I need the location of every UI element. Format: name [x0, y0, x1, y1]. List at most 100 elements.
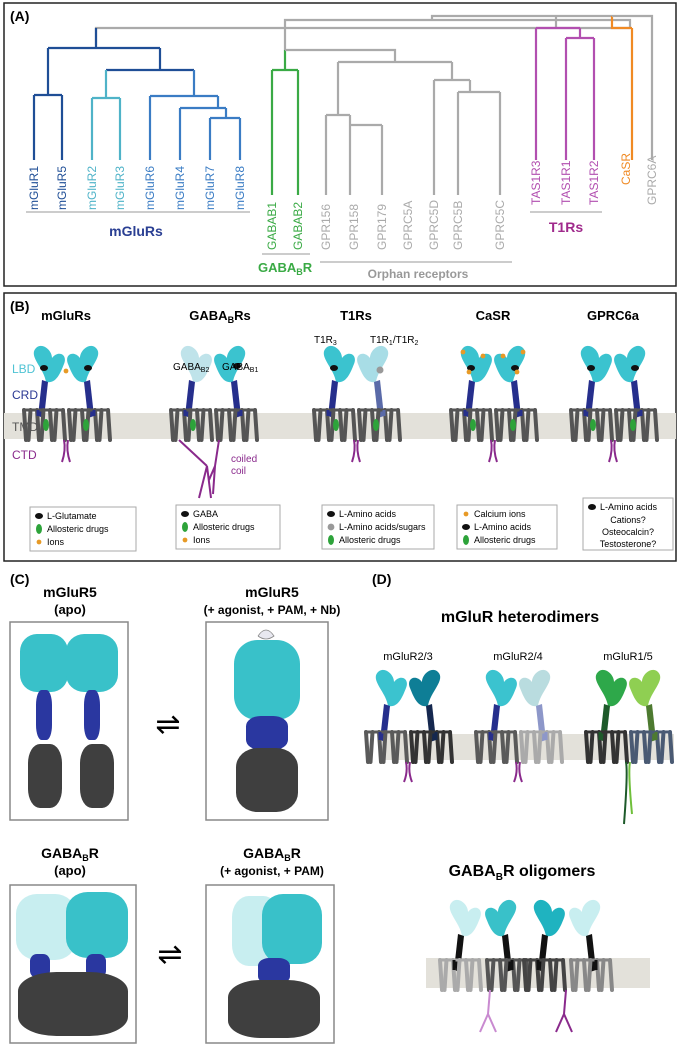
calcium-ion	[500, 353, 506, 359]
calcium-ion	[514, 369, 520, 375]
tm-helix	[448, 730, 454, 764]
crd-surface	[86, 954, 106, 978]
tmd-surface	[236, 748, 298, 812]
tm-helix	[561, 958, 567, 992]
lbd-lobe	[180, 345, 212, 383]
svg-text:Allosteric drugs: Allosteric drugs	[339, 535, 401, 545]
allosteric-drug	[333, 419, 339, 431]
leaf-gabab1: GABAB1	[265, 202, 279, 250]
tm-helix	[524, 408, 531, 442]
legend-mglurs: L-Glutamate Allosteric drugs Ions	[29, 506, 137, 552]
legend-gprc6a: L-Amino acids Cations? Osteocalcin? Test…	[582, 497, 674, 551]
coiled-coil	[479, 989, 497, 1033]
svg-text:L-Amino acids/sugars: L-Amino acids/sugars	[339, 522, 426, 532]
tm-helix	[26, 408, 33, 442]
tm-helix	[608, 958, 614, 992]
tm-helix	[208, 408, 214, 442]
ctd-tail	[518, 761, 523, 783]
leaf-mglur7: mGluR7	[203, 166, 217, 210]
ctd-tail	[408, 761, 413, 783]
allosteric-drug	[43, 419, 49, 431]
tm-helix	[464, 958, 470, 992]
gabab-active-subtitle: (+ agonist, + PAM)	[220, 864, 324, 878]
tm-helix	[357, 408, 363, 442]
tm-helix	[474, 730, 480, 764]
heterodimer	[474, 669, 564, 783]
tm-helix	[199, 408, 206, 442]
t1r3-label: T1R3	[314, 335, 337, 347]
panel-d: (D) mGluR heterodimers mGluR2/3 mGluR2/4…	[364, 571, 674, 1033]
domain-ctd: CTD	[12, 448, 37, 462]
ctd-tail	[61, 439, 66, 463]
panel-b-label: (B)	[10, 298, 29, 314]
gabab-apo-frame	[9, 884, 137, 1044]
panel-b: (B) mGluRs GABABRs T1Rs CaSR GPRC6a LBD …	[3, 292, 677, 562]
tm-helix	[61, 408, 67, 442]
mglur5-apo-title: mGluR5	[43, 584, 97, 600]
tm-helix	[381, 730, 388, 764]
tm-helix	[623, 730, 629, 764]
allosteric-drug	[190, 419, 196, 431]
panel-c: (C) mGluR5 (apo) mGluR5 (+ agonist, + PA…	[9, 571, 341, 1044]
tm-helix	[387, 408, 394, 442]
lbd-lobe	[580, 345, 612, 383]
tm-helix	[504, 730, 511, 764]
ctd-tail	[66, 439, 71, 463]
tm-helix	[52, 408, 59, 442]
tm-helix	[488, 408, 494, 442]
title-gababrs: GABABRs	[189, 308, 250, 325]
tm-helix	[468, 958, 475, 992]
leaf-gprc5d: GPRC5D	[427, 200, 441, 250]
tm-helix	[491, 730, 498, 764]
leaf-gpr158: GPR158	[347, 204, 361, 250]
ctd-tail	[613, 439, 618, 463]
tm-helix	[519, 730, 525, 764]
ligand-orthosteric	[84, 365, 92, 371]
lbd-lobe	[595, 669, 627, 707]
leaf-gprc6a: GPRC6A	[645, 156, 659, 205]
tm-helix	[338, 408, 344, 442]
ctd-tail	[488, 439, 493, 463]
tm-helix	[494, 408, 500, 442]
receptor-dimer	[569, 345, 659, 463]
legend-casr: Calcium ions L-Amino acids Allosteric dr…	[456, 504, 558, 550]
svg-text:L-Glutamate: L-Glutamate	[47, 511, 97, 521]
heterodimers-title: mGluR heterodimers	[441, 609, 599, 626]
ligand-orthosteric	[40, 365, 48, 371]
receptor-dimer	[312, 345, 402, 463]
gabab-apo-title: GABABR	[41, 845, 99, 863]
tmd-surface	[18, 972, 128, 1036]
tm-helix	[478, 730, 485, 764]
group-mglurs-label: mGluRs	[109, 223, 163, 239]
leaf-gabab2: GABAB2	[291, 202, 305, 250]
tm-helix	[646, 730, 653, 764]
gabab-active-structure	[228, 894, 322, 1038]
leaf-tas1r3: TAS1R3	[529, 160, 543, 205]
mglur5-active-title: mGluR5	[245, 584, 299, 600]
dimer-label-mglur1-5: mGluR1/5	[603, 651, 653, 663]
lbd-lobe	[614, 345, 646, 383]
tm-helix	[548, 958, 554, 992]
lbd-surface-b2	[16, 894, 76, 960]
svg-text:Ions: Ions	[193, 535, 211, 545]
tm-helix	[403, 730, 409, 764]
lbd-lobe	[519, 669, 551, 707]
heterodimer-cartoons	[364, 669, 674, 1033]
tm-helix	[214, 408, 220, 442]
lbd-surface-b1	[66, 892, 128, 958]
ctd-tail	[178, 439, 208, 467]
leaf-gprc5b: GPRC5B	[451, 201, 465, 250]
tm-helix	[426, 730, 433, 764]
tm-helix	[195, 408, 201, 442]
tm-helix	[584, 730, 590, 764]
mglur5-active-subtitle: (+ agonist, + PAM, + Nb)	[204, 603, 341, 617]
lbd-lobe	[33, 345, 65, 383]
tm-helix	[186, 408, 193, 442]
ion	[63, 368, 69, 374]
tm-helix	[438, 958, 444, 992]
svg-text:Calcium ions: Calcium ions	[474, 509, 526, 519]
lbd-lobe	[449, 899, 481, 937]
tm-helix	[244, 408, 251, 442]
group-gabab-label: GABABR	[258, 260, 313, 277]
tm-helix	[475, 408, 481, 442]
